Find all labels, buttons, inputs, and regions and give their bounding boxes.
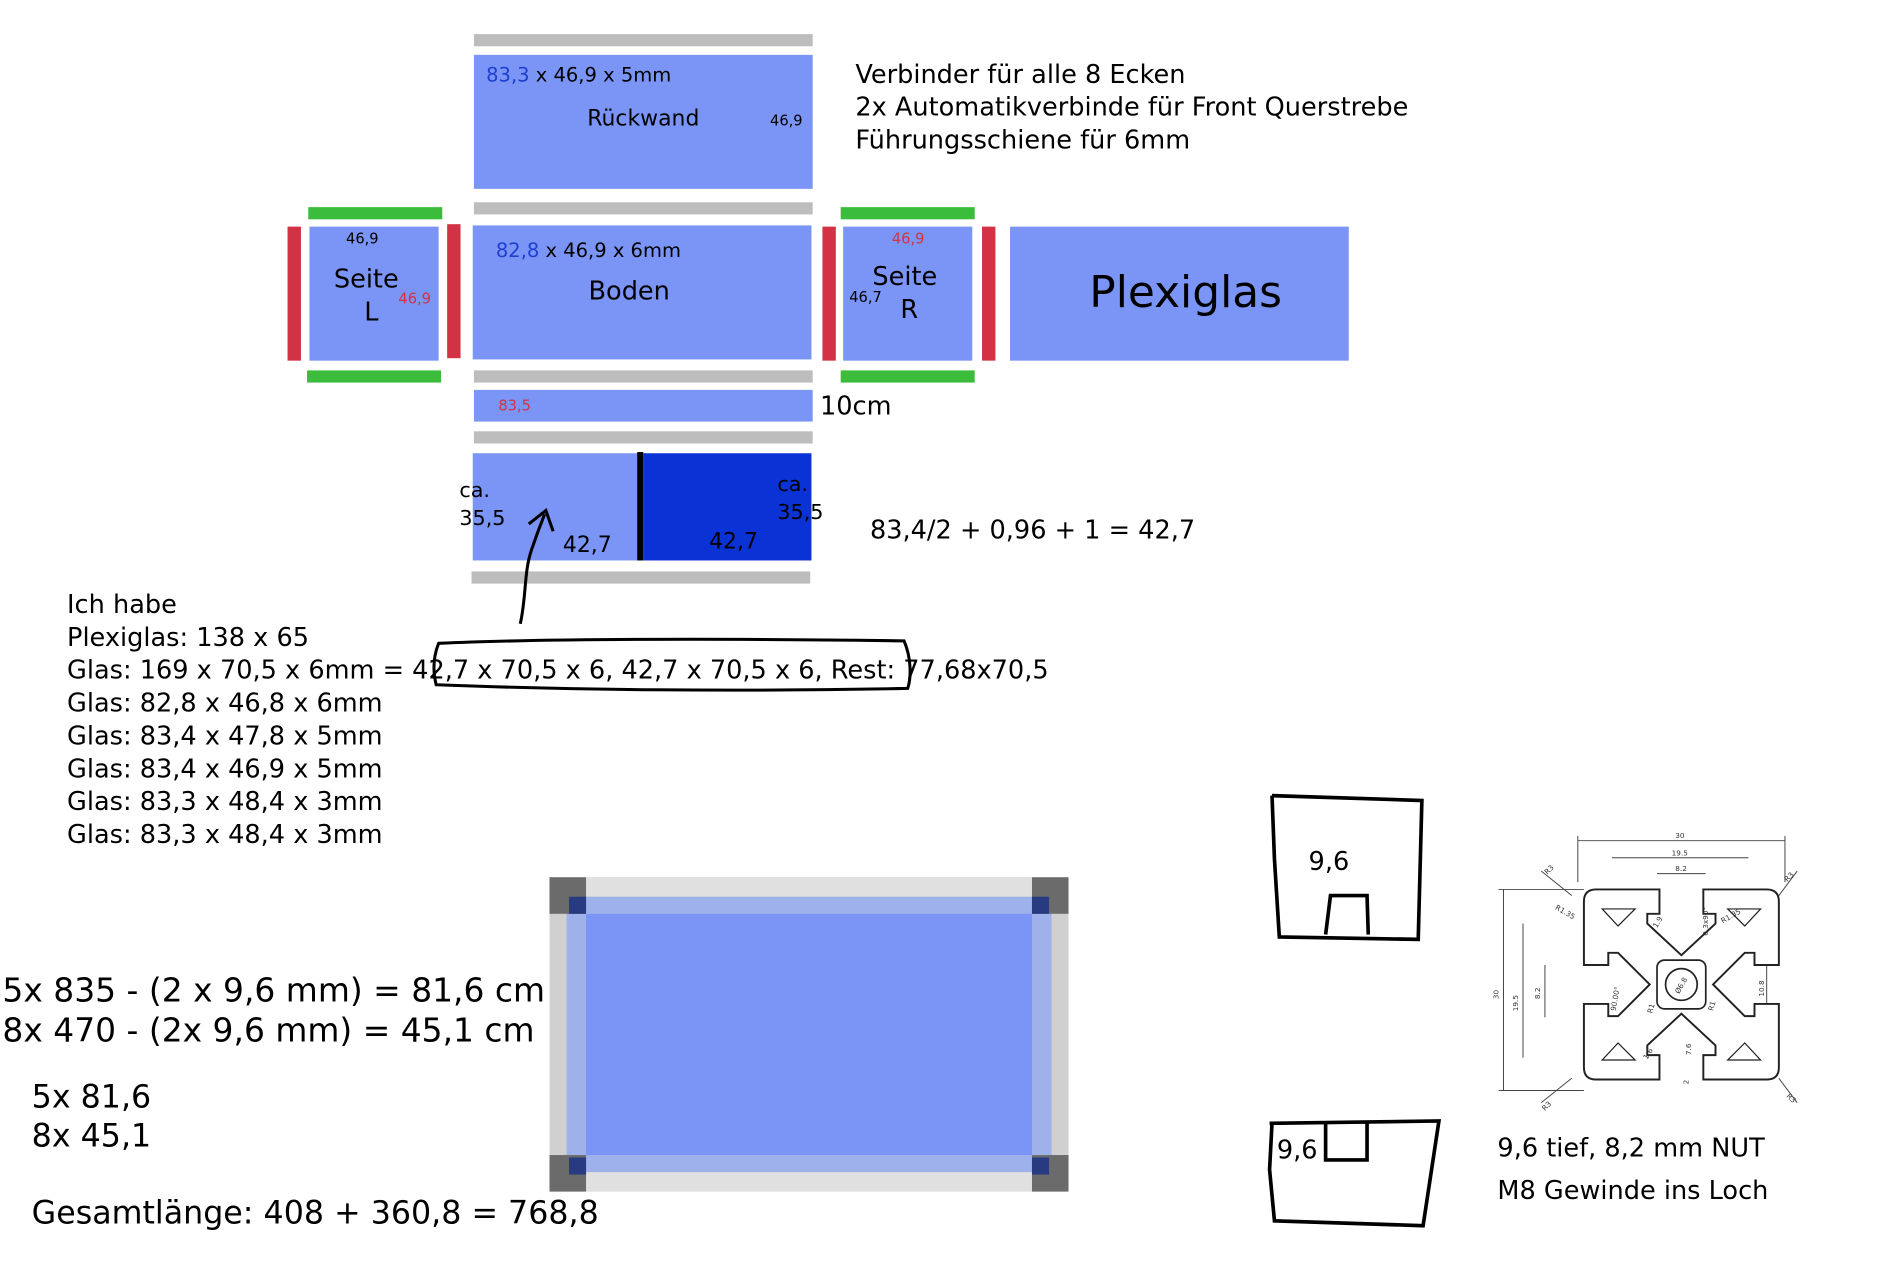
dim-h82: 8.2 [1533,987,1542,999]
red-rail [822,226,836,361]
dim-width: 30 [1675,831,1685,840]
plexiglas-label: Plexiglas [1089,268,1283,319]
dim-r1: R1 [1645,1003,1656,1015]
front-strip-dim: 83,5 [498,397,531,415]
green-rail [307,370,442,383]
frame-top-view [549,877,1069,1192]
inventory-line: Glas: 82,8 x 46,8 x 6mm [67,688,383,718]
slot-depth-label-bottom: 9,6 [1276,1135,1318,1165]
dim-d2: 2 [1682,1080,1691,1085]
profile-note-depth: 9,6 tief, 8,2 mm NUT [1497,1133,1765,1163]
seite-l-side-dim: 46,9 [398,289,431,308]
door-divider [637,452,644,561]
arrow-head [527,507,555,532]
seite-l-label: Seite [333,264,399,294]
rail [473,370,813,383]
profile-note-thread: M8 Gewinde ins Loch [1497,1175,1769,1205]
green-rail [840,370,975,383]
dim-r1: R1 [1706,1000,1717,1012]
panel-rueckwand [473,54,813,189]
dim-r3: R3 [1785,1092,1798,1105]
arrow-line [518,513,547,625]
seite-r-top-dim: 46,9 [891,230,925,248]
rueckwand-label: Rückwand [587,106,700,132]
front-strip-height: 10cm [819,391,892,421]
door-left-height: ca. 35,5 [459,478,506,532]
panel-boden [472,225,812,360]
cut-calculation: 5x 835 - (2 x 9,6 mm) = 81,6 cm 8x 470 -… [2,971,545,1051]
total-length: Gesamtlänge: 408 + 360,8 = 768,8 [31,1195,599,1232]
dim-slot: 8.2 [1675,864,1687,873]
seite-r-label: Seite [872,261,938,292]
cut-summary: 5x 81,6 8x 45,1 [32,1078,152,1156]
green-rail [840,207,975,220]
door-left-width: 42,7 [562,532,612,559]
green-rail [308,207,443,220]
door-left [472,453,641,561]
inventory-line: Glas: 83,3 x 48,4 x 3mm [67,819,383,850]
seite-r-side-dim: 46,7 [849,288,882,306]
dim-angle: 0.3x90° [1701,907,1710,936]
connector-notes: Verbinder für alle 8 Ecken 2x Automatikv… [855,58,1408,157]
red-rail [287,226,301,361]
door-right [643,453,812,561]
boden-dimension: 82,8 x 46,9 x 6mm [495,238,681,262]
dim-h76: 7.6 [1684,1043,1693,1055]
slot-sketch-top [1270,793,1424,942]
dim-r3: R3 [1540,1099,1553,1112]
door-right-height: ca. 35,5 [777,472,824,526]
dim-inner: 19.5 [1672,848,1688,857]
rueckwand-dimension: 83,3 x 46,9 x 5mm [486,63,672,87]
slot-depth-label-top: 9,6 [1308,846,1350,877]
seite-l-top-dim: 46,9 [346,230,379,248]
panel-seite-r [843,226,973,361]
inventory-line: Glas: 83,4 x 46,9 x 5mm [67,754,383,784]
door-right-width: 42,7 [709,528,758,555]
red-rail [982,226,996,361]
summary-line: 5x 81,6 [31,1079,152,1117]
dim-r135: R1.35 [1554,903,1577,921]
dim-a90: 90.00° [1609,986,1622,1012]
inventory-line: Plexiglas: 138 x 65 [67,622,310,652]
dim-h195: 19.5 [1511,995,1520,1011]
inventory-line: Glas: 83,4 x 47,8 x 5mm [67,721,383,751]
note-line: 2x Automatikverbinde für Front Querstreb… [855,92,1409,122]
profile-outline [1582,888,1780,1081]
aluminum-profile-drawing: 30 19.5 8.2 R3 R3 R3 R3 R1.35 R1.35 1.9 … [1492,831,1799,1112]
dim-d19: 1.9 [1651,915,1665,930]
inventory-line: Ich habe [67,589,177,619]
inventory-line: Glas: 169 x 70,5 x 6mm = 42,7 x 70,5 x 6… [67,655,1049,685]
highlight-bracket [432,637,912,692]
rueckwand-side-dim: 46,9 [770,112,803,130]
dim-r3: R3 [1782,870,1795,883]
inventory-list: Ich habe Plexiglas: 138 x 65 Glas: 169 x… [67,588,1049,851]
note-line: Verbinder für alle 8 Ecken [855,59,1186,89]
rail [471,571,811,584]
panel-plexiglas [1010,226,1349,361]
panel-seite-l [309,226,439,361]
door-formula: 83,4/2 + 0,96 + 1 = 42,7 [869,515,1196,545]
red-rail [447,224,461,359]
calc-line: 8x 470 - (2x 9,6 mm) = 45,1 cm [2,1012,535,1051]
rail [473,431,813,444]
dim-h108: 10.8 [1757,980,1766,997]
seite-l-label-letter: L [364,297,379,327]
center-bore [1664,967,1699,1002]
dim-height: 30 [1492,989,1501,999]
inventory-line: Glas: 83,3 x 48,4 x 3mm [67,787,383,817]
frame-glass [586,913,1032,1156]
rail-top [473,34,813,47]
seite-r-label-letter: R [900,294,919,325]
calc-line: 5x 835 - (2 x 9,6 mm) = 81,6 cm [2,972,546,1011]
summary-line: 8x 45,1 [31,1118,152,1156]
slot-sketch-bottom [1267,1119,1442,1228]
boden-label: Boden [588,276,670,306]
note-line: Führungsschiene für 6mm [855,125,1191,155]
panel-front-strip [473,389,813,422]
rail [473,202,813,215]
